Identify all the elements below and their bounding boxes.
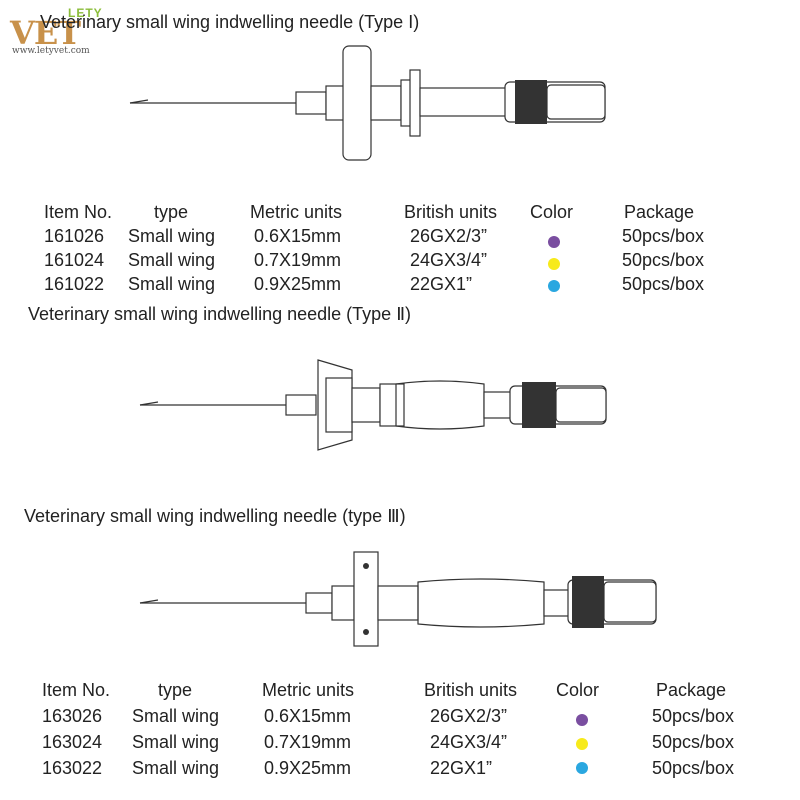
table-1-header-british: British units [404,202,498,222]
row-type: Small wing [132,732,220,752]
row-package: 50pcs/box [652,758,735,778]
row-metric: 0.7X19mm [264,732,352,752]
color-swatch [548,236,560,248]
table-3-header-type: type [158,680,193,700]
row-metric: 0.6X15mm [264,706,352,726]
row-type: Small wing [128,250,216,270]
table-3-header-british: British units [424,680,518,700]
color-swatch [548,258,560,270]
row-type: Small wing [132,758,220,778]
row-british: 26GX2/3” [410,226,488,246]
logo-small-text: LETY [68,6,103,20]
row-type: Small wing [128,274,216,294]
row-item-no: 161026 [44,226,105,246]
row-metric: 0.7X19mm [254,250,342,270]
table-3-header-package: Package [656,680,727,700]
color-swatch [576,762,588,774]
table-1-header-item: Item No. [44,202,113,222]
needle-type-2-drawing [139,359,607,451]
section-3-title: Veterinary small wing indwelling needle … [24,506,406,526]
brand-logo: LETY VET www.letyvet.com [8,6,104,56]
needle-type-3-drawing [139,551,657,647]
needle-type-1-drawing [129,45,606,161]
row-package: 50pcs/box [622,274,705,294]
row-type: Small wing [128,226,216,246]
row-type: Small wing [132,706,220,726]
table-1-header-color: Color [530,202,574,222]
table-1-header-metric: Metric units [250,202,343,222]
row-british: 24GX3/4” [430,732,508,752]
table-3-header-metric: Metric units [262,680,355,700]
row-item-no: 161024 [44,250,105,270]
row-british: 22GX1” [430,758,493,778]
row-item-no: 163026 [42,706,103,726]
row-item-no: 161022 [44,274,105,294]
color-swatch [548,280,560,292]
row-british: 22GX1” [410,274,473,294]
row-metric: 0.6X15mm [254,226,342,246]
row-metric: 0.9X25mm [254,274,342,294]
row-item-no: 163022 [42,758,103,778]
color-swatch [576,738,588,750]
row-metric: 0.9X25mm [264,758,352,778]
row-british: 24GX3/4” [410,250,488,270]
table-1-header-package: Package [624,202,695,222]
section-2-title: Veterinary small wing indwelling needle … [28,304,412,324]
logo-url: www.letyvet.com [12,46,90,56]
row-british: 26GX2/3” [430,706,508,726]
row-package: 50pcs/box [652,732,735,752]
row-item-no: 163024 [42,732,103,752]
logo-main-text: VET [10,14,81,52]
table-1-header-type: type [154,202,189,222]
row-package: 50pcs/box [622,250,705,270]
row-package: 50pcs/box [652,706,735,726]
color-swatch [576,714,588,726]
section-1-title: Veterinary small wing indwelling needle … [40,12,420,32]
row-package: 50pcs/box [622,226,705,246]
table-3-header-color: Color [556,680,600,700]
table-3-header-item: Item No. [42,680,111,700]
